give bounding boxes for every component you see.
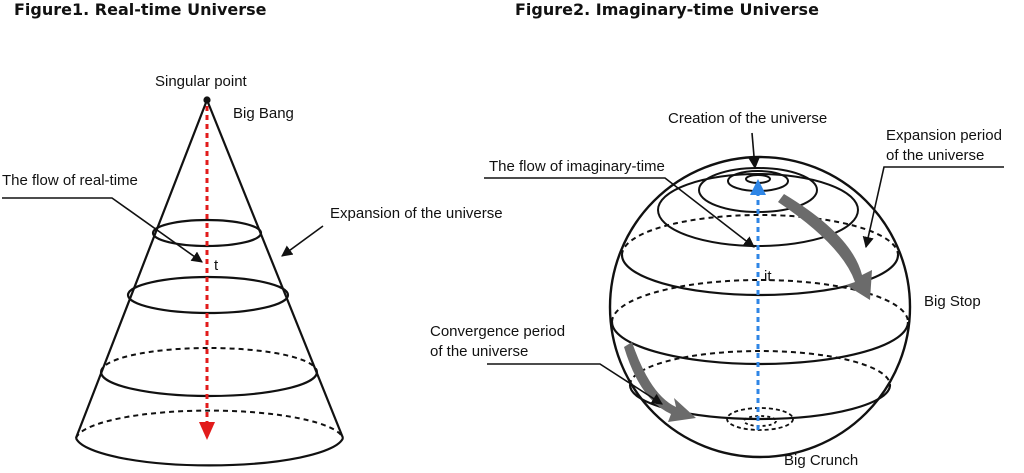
creation-label: Creation of the universe: [668, 110, 827, 127]
big-bang-label: Big Bang: [233, 105, 294, 122]
convergence-leader: [487, 363, 663, 405]
imaginary-flow-leader: [484, 177, 755, 248]
cone-section-lower-front: [99, 371, 319, 398]
cone-left-edge: [74, 99, 209, 439]
imaginary-flow-label: The flow of imaginary-time: [489, 158, 665, 175]
big-stop-label: Big Stop: [924, 293, 981, 310]
sphere-outline: [608, 155, 912, 459]
convergence-label-line2: of the universe: [430, 343, 528, 360]
cone-section-lower-back: [100, 347, 318, 373]
latitude-2-front: [610, 321, 910, 366]
real-time-flow-label: The flow of real-time: [2, 172, 138, 189]
creation-leader: [748, 132, 760, 170]
latitude-1-front: [620, 254, 900, 297]
figure2-title: Figure2. Imaginary-time Universe: [515, 0, 819, 19]
expansion-period-leader: [862, 166, 1004, 249]
expansion-flow-band: [778, 194, 872, 300]
real-time-arrow-head: [199, 422, 215, 440]
expansion-label: Expansion of the universe: [330, 205, 503, 222]
singular-point-label: Singular point: [155, 73, 248, 90]
bottom-ring-outer: [726, 407, 794, 431]
cone-base-front: [74, 437, 345, 467]
t-label: t: [214, 257, 219, 274]
convergence-flow-band: [624, 342, 696, 422]
cone-diagram: Singular point Big Bang The flow of real…: [2, 73, 503, 467]
expansion-period-label-line2: of the universe: [886, 147, 984, 164]
expansion-leader: [281, 225, 324, 257]
expansion-period-label-line1: Expansion period: [886, 127, 1002, 144]
cone-right-edge: [205, 99, 345, 439]
latitude-3-back: [629, 350, 891, 386]
real-time-flow-leader: [2, 197, 203, 263]
sphere-diagram: Creation of the universe Expansion perio…: [430, 110, 1004, 469]
cone-base-back: [75, 409, 344, 439]
figure1-title: Figure1. Real-time Universe: [14, 0, 267, 19]
bottom-ring-inner: [743, 415, 777, 427]
convergence-label-line1: Convergence period: [430, 323, 565, 340]
singular-point-dot: [203, 96, 211, 104]
big-crunch-label: Big Crunch: [784, 452, 858, 469]
it-label: it: [764, 268, 772, 285]
cone-section-upper: [151, 218, 263, 248]
latitude-3-front: [628, 384, 892, 421]
imaginary-time-arrow-head: [750, 179, 766, 195]
